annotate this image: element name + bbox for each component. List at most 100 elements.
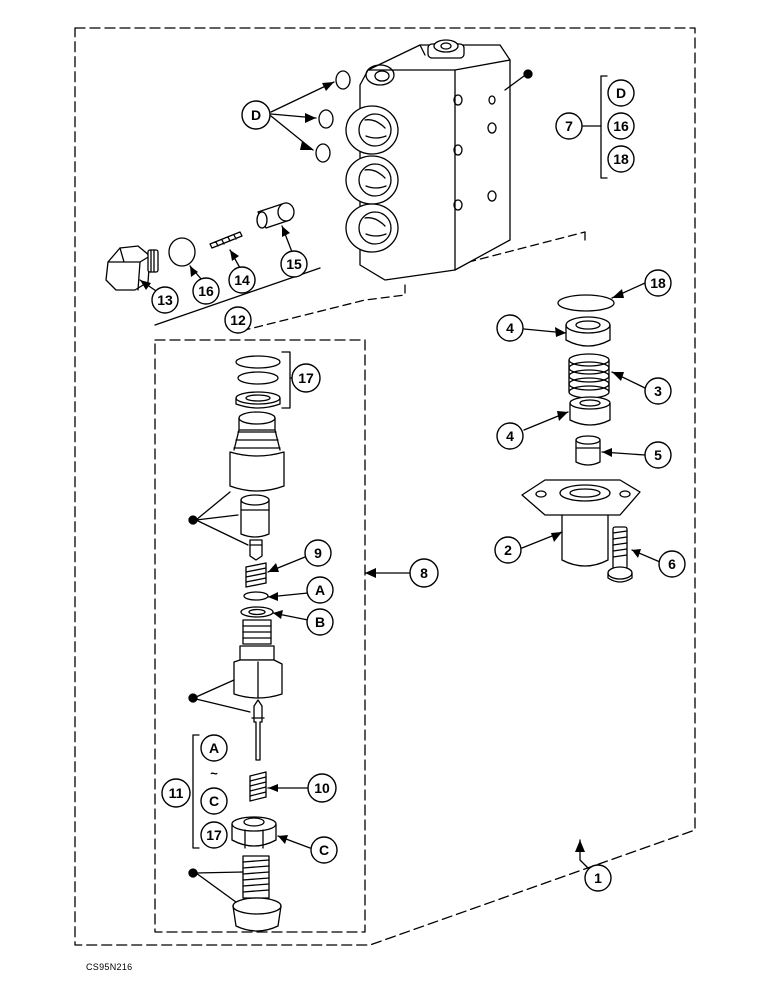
housing-link-line [244, 284, 406, 331]
arrowhead [282, 226, 290, 237]
kit-boundary-outline [74, 27, 696, 946]
callout-14: 14 [228, 266, 256, 294]
callout-1: 1 [584, 864, 612, 892]
o-ring [335, 70, 351, 90]
spring-seat-top [565, 316, 611, 347]
callout-c-kit: C [200, 787, 228, 815]
tilde-mark: ~ [210, 766, 218, 781]
marker-dot [188, 693, 198, 703]
arrowhead [278, 835, 288, 844]
svg-text:7: 7 [565, 118, 573, 134]
arrowhead [190, 266, 198, 277]
o-ring [235, 355, 281, 369]
o-ring [318, 109, 334, 129]
callout-11: 11 [161, 778, 191, 808]
callout-b: B [306, 608, 334, 636]
arrowhead [305, 113, 316, 123]
callout-18-ring: 18 [644, 269, 672, 297]
arrowhead [557, 411, 568, 421]
arrowhead [268, 592, 278, 601]
piston-part [575, 435, 601, 466]
arrowhead [365, 568, 376, 578]
coil-spring [568, 353, 610, 399]
group-bracket [281, 351, 291, 409]
callout-5: 5 [644, 441, 672, 469]
callout-15: 15 [280, 250, 308, 278]
callout-17-kit: 17 [200, 821, 228, 849]
svg-text:13: 13 [157, 292, 173, 308]
svg-text:17: 17 [206, 827, 222, 843]
small-poppet [249, 539, 263, 561]
callout-8: 8 [409, 558, 439, 588]
valve-housing [345, 39, 511, 281]
leader-line [195, 491, 249, 546]
svg-text:8: 8 [420, 565, 428, 581]
callout-9: 9 [304, 539, 332, 567]
callout-7: 7 [555, 112, 583, 140]
spacer-ring [240, 606, 274, 618]
housing-marker-dot [523, 69, 533, 79]
callout-16-kit: 16 [607, 112, 635, 140]
o-ring [168, 237, 196, 267]
svg-text:C: C [209, 793, 219, 809]
arrowhead [632, 549, 641, 558]
callout-3: 3 [644, 377, 672, 405]
arrowhead [268, 784, 278, 792]
o-ring [243, 591, 269, 601]
hex-nut [231, 816, 277, 849]
cap-nut [232, 897, 282, 932]
arrowhead [575, 840, 585, 852]
flange-cover [521, 479, 641, 567]
cartridge-body [229, 411, 285, 492]
small-spring [245, 562, 267, 588]
adjust-screw [242, 855, 270, 899]
arrowhead [140, 280, 151, 290]
svg-text:15: 15 [286, 256, 302, 272]
backup-ring [235, 391, 281, 409]
o-ring [237, 371, 279, 385]
arrowhead [612, 372, 624, 381]
poppet-part [256, 202, 295, 229]
arrowhead [555, 327, 566, 337]
svg-text:10: 10 [314, 780, 330, 796]
leader-line [195, 871, 244, 906]
leader-line [195, 679, 251, 713]
callout-d-kit: D [607, 79, 635, 107]
svg-text:12: 12 [230, 312, 246, 328]
svg-text:16: 16 [198, 283, 214, 299]
svg-text:18: 18 [650, 275, 666, 291]
callout-a-oring: A [306, 576, 334, 604]
svg-text:18: 18 [613, 151, 629, 167]
svg-text:6: 6 [668, 556, 676, 572]
svg-text:D: D [251, 107, 261, 123]
main-spring [249, 771, 267, 802]
svg-text:1: 1 [594, 870, 602, 886]
reference-code: CS95N216 [86, 962, 133, 972]
callout-c-nut: C [310, 836, 338, 864]
svg-text:5: 5 [654, 447, 662, 463]
spring-part [209, 231, 243, 249]
svg-text:11: 11 [169, 785, 184, 801]
group-bracket [600, 75, 608, 179]
svg-text:14: 14 [234, 272, 250, 288]
cartridge-group-outline [154, 339, 366, 933]
arrowhead [322, 82, 334, 91]
callout-4-top: 4 [496, 314, 524, 342]
arrowhead [602, 448, 612, 457]
callout-2: 2 [494, 536, 522, 564]
svg-text:2: 2 [504, 542, 512, 558]
svg-text:C: C [319, 842, 329, 858]
svg-text:16: 16 [613, 118, 629, 134]
callout-17-oring: 17 [291, 363, 321, 393]
arrowhead [268, 563, 279, 572]
leader-line [270, 81, 335, 151]
svg-text:A: A [209, 740, 219, 756]
callout-18-kit: 18 [607, 145, 635, 173]
callout-16-plug: 16 [192, 277, 220, 305]
o-ring [315, 143, 331, 163]
svg-text:A: A [315, 582, 325, 598]
callout-6: 6 [658, 550, 686, 578]
arrowhead [300, 141, 313, 150]
svg-text:9: 9 [314, 545, 322, 561]
svg-text:4: 4 [506, 428, 514, 444]
